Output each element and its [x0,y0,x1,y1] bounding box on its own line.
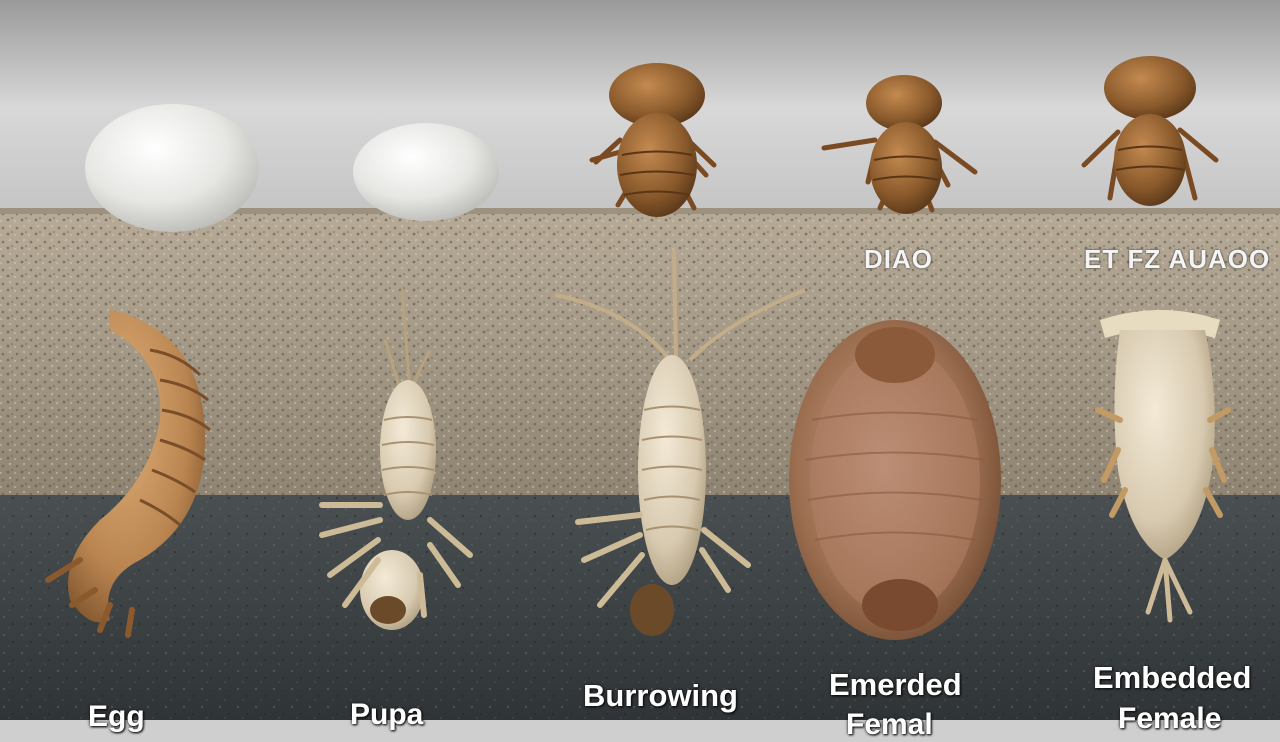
pupa-figure [319,289,473,630]
label-emerded-line2: Femal [846,708,933,741]
label-egg: Egg [88,700,145,733]
engorged-figure [789,320,1001,640]
label-embedded: Embedded [1093,660,1252,695]
adult-flea-3 [1081,56,1219,206]
embedded-female-figure [1095,310,1231,623]
egg-right [353,123,499,221]
adult-flea-1 [589,63,717,217]
garbled-text-middle: DIAO [864,244,933,274]
label-emerded: Emerded [829,667,962,702]
adult-flea-2 [821,75,978,214]
label-pupa: Pupa [350,698,424,731]
label-embedded-line2: Female [1118,702,1222,735]
label-burrowing: Burrowing [583,678,738,713]
flea-lifecycle-scene [0,0,1280,720]
larva-curled [45,310,211,638]
egg-left [85,104,259,232]
burrowing-figure [554,249,806,636]
garbled-text-right: ET FZ AUAOO [1084,244,1271,274]
